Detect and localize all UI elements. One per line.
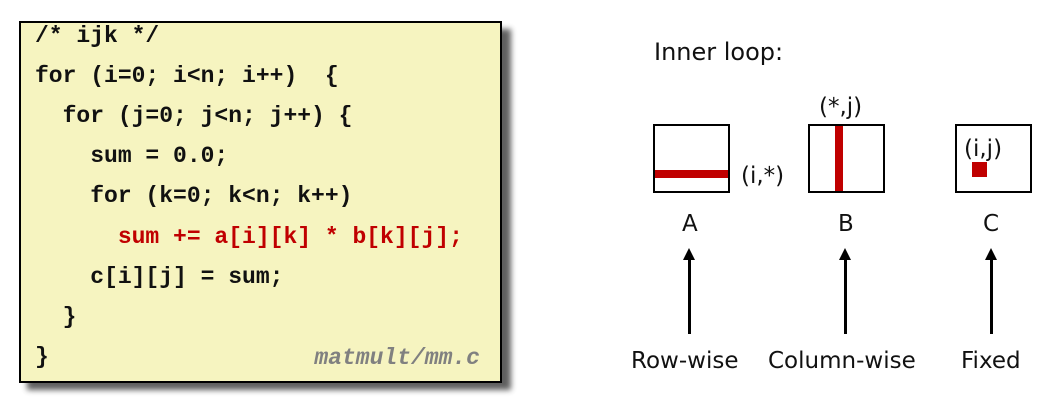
matrix-b-access: Column-wise xyxy=(768,348,916,374)
matrix-a xyxy=(653,124,730,193)
matrix-a-label: A xyxy=(682,211,698,237)
matrix-c-index: (i,j) xyxy=(964,136,1003,162)
matrix-b-index: (*,j) xyxy=(819,94,863,120)
arrow-up-icon xyxy=(985,248,997,334)
element-highlight xyxy=(972,162,987,177)
code-line: } xyxy=(35,344,49,370)
matrix-c xyxy=(955,124,1032,193)
matrix-c-label: C xyxy=(983,211,1000,237)
matrix-b-label: B xyxy=(838,211,854,237)
code-line: c[i][j] = sum; xyxy=(35,264,284,290)
code-line: sum = 0.0; xyxy=(35,143,229,169)
filename-label: matmult/mm.c xyxy=(314,345,480,371)
code-line: } xyxy=(35,304,77,330)
code-line: /* ijk */ xyxy=(35,23,160,49)
code-line: for (i=0; i<n; i++) { xyxy=(35,63,339,89)
matrix-b xyxy=(808,124,885,193)
inner-loop-title: Inner loop: xyxy=(654,38,784,66)
matrix-a-access: Row-wise xyxy=(631,348,739,374)
column-highlight xyxy=(835,126,843,191)
arrow-up-icon xyxy=(683,248,695,334)
code-box: /* ijk */ for (i=0; i<n; i++) { for (j=0… xyxy=(19,21,502,383)
code-line: for (k=0; k<n; k++) xyxy=(35,183,353,209)
row-highlight xyxy=(655,170,728,178)
matrix-a-index: (i,*) xyxy=(741,163,785,189)
highlighted-code-line: sum += a[i][k] * b[k][j]; xyxy=(35,224,463,250)
code-line: for (j=0; j<n; j++) { xyxy=(35,103,353,129)
matrix-c-access: Fixed xyxy=(961,348,1021,374)
arrow-up-icon xyxy=(839,248,851,334)
